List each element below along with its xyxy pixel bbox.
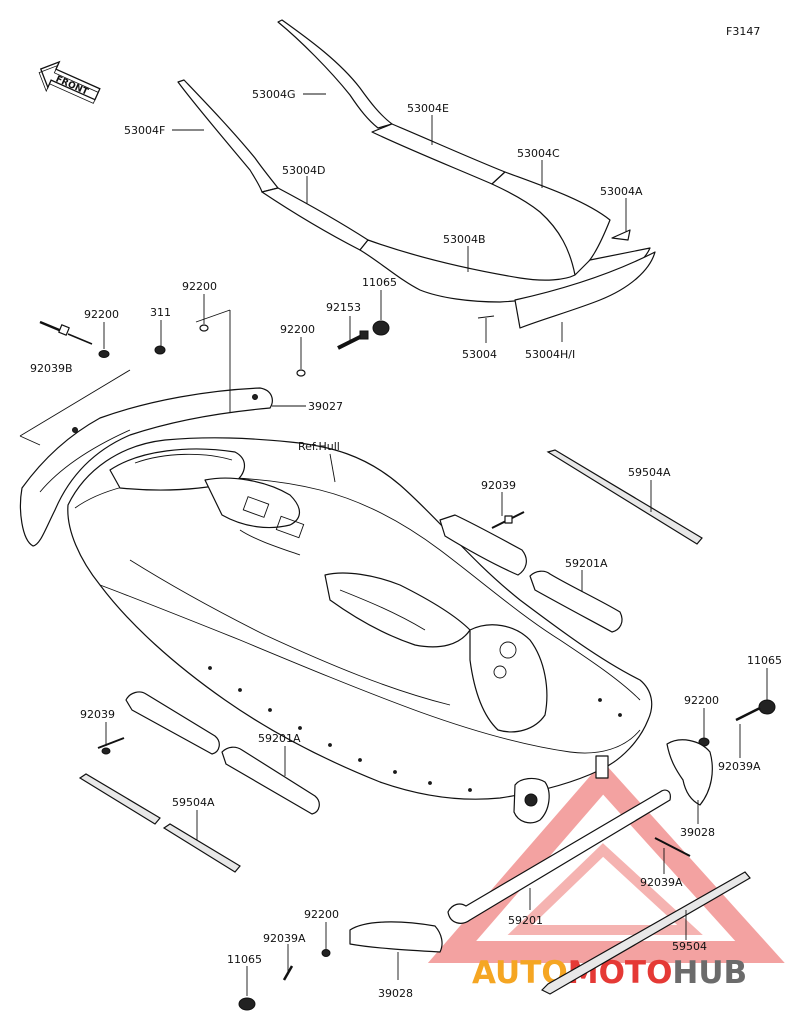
left-leaders (105, 722, 286, 840)
label-59201A-right: 59201A (565, 557, 608, 570)
label-92153: 92153 (326, 301, 361, 314)
seat-leaders (172, 93, 627, 343)
label-92200-a: 92200 (182, 280, 217, 293)
fasteners-top-left (39, 320, 390, 377)
label-59201A-left: 59201A (258, 732, 301, 745)
label-53004D: 53004D (282, 164, 325, 177)
label-11065-top: 11065 (362, 276, 397, 289)
label-59504: 59504 (672, 940, 707, 953)
svg-text:AUTOMOTOHUB: AUTOMOTOHUB (472, 955, 747, 991)
watermark-logo (427, 761, 785, 963)
label-92200-right: 92200 (684, 694, 719, 707)
bottom-left-leaders (246, 922, 399, 996)
label-11065-bottom-left: 11065 (227, 953, 262, 966)
watermark-triangle-inner-icon (507, 843, 703, 935)
label-53004A: 53004A (600, 185, 643, 198)
label-59504A-left: 59504A (172, 796, 215, 809)
label-53004C: 53004C (517, 147, 560, 160)
label-92039B: 92039B (30, 362, 73, 375)
label-311: 311 (150, 306, 171, 319)
label-92200-b: 92200 (84, 308, 119, 321)
figure-code: F3147 (726, 25, 760, 38)
label-92200-bottom-left: 92200 (304, 908, 339, 921)
front-arrow-icon (38, 60, 101, 104)
label-53004B: 53004B (443, 233, 486, 246)
label-59504A-right: 59504A (628, 466, 671, 479)
label-39027: 39027 (308, 400, 343, 413)
label-39028-right: 39028 (680, 826, 715, 839)
label-ref-hull: Ref.Hull (298, 440, 340, 453)
label-53004HI: 53004H/I (525, 348, 575, 361)
label-59201: 59201 (508, 914, 543, 927)
bottom-left-fasteners (238, 921, 443, 1011)
left-rails (78, 691, 320, 873)
seat-mats (177, 19, 656, 329)
label-53004G: 53004G (252, 88, 296, 101)
label-92039A-bottom-left: 92039A (263, 932, 306, 945)
label-11065-right: 11065 (747, 654, 782, 667)
label-92039A-right: 92039A (718, 760, 761, 773)
label-53004: 53004 (462, 348, 497, 361)
right-rails (439, 449, 776, 995)
label-53004F: 53004F (124, 124, 165, 137)
label-92039-left: 92039 (80, 708, 115, 721)
right-leaders (501, 480, 768, 940)
label-92039A-right2: 92039A (640, 876, 683, 889)
fender-39027 (19, 387, 273, 547)
label-39028-bottom-left: 39028 (378, 987, 413, 1000)
fastener-leaders (103, 290, 382, 369)
label-92200-c: 92200 (280, 323, 315, 336)
label-92039-right: 92039 (481, 479, 516, 492)
hull-body (67, 437, 653, 824)
watermark-hub: HUB (672, 955, 747, 991)
label-53004E: 53004E (407, 102, 449, 115)
